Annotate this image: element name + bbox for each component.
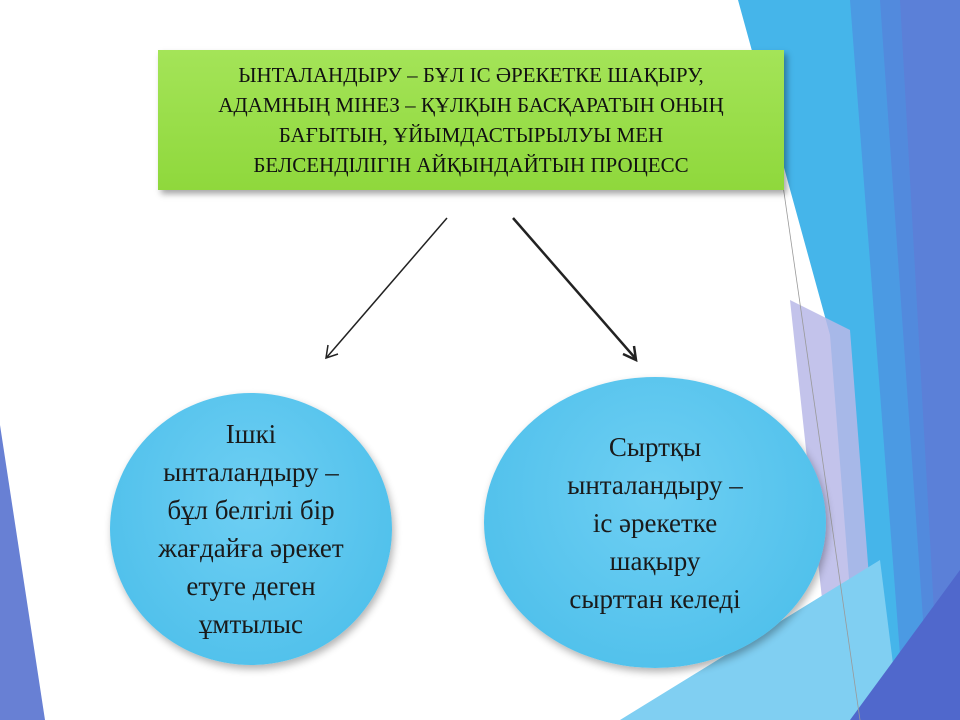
definition-text: ЫНТАЛАНДЫРУ – БҰЛ ІС ӘРЕКЕТКЕ ШАҚЫРУ, АД… — [218, 63, 724, 177]
decor-left-triangle — [0, 425, 45, 720]
decor-thin-line — [774, 129, 861, 720]
definition-box: ЫНТАЛАНДЫРУ – БҰЛ ІС ӘРЕКЕТКЕ ШАҚЫРУ, АД… — [158, 50, 784, 190]
arrow-left — [325, 217, 448, 360]
decor-dark-corner — [850, 570, 960, 720]
internal-motivation-node: Ішкі ынталандыру – бұл белгілі бір жағда… — [110, 393, 392, 665]
decor-light-bottom — [620, 560, 900, 720]
external-motivation-node: Сыртқы ынталандыру – іс әрекетке шақыру … — [484, 377, 826, 668]
internal-motivation-text: Ішкі ынталандыру – бұл белгілі бір жағда… — [158, 419, 344, 639]
external-motivation-text: Сыртқы ынталандыру – іс әрекетке шақыру … — [567, 431, 743, 614]
decor-blue-mid — [850, 0, 940, 720]
arrow-right — [512, 217, 638, 363]
